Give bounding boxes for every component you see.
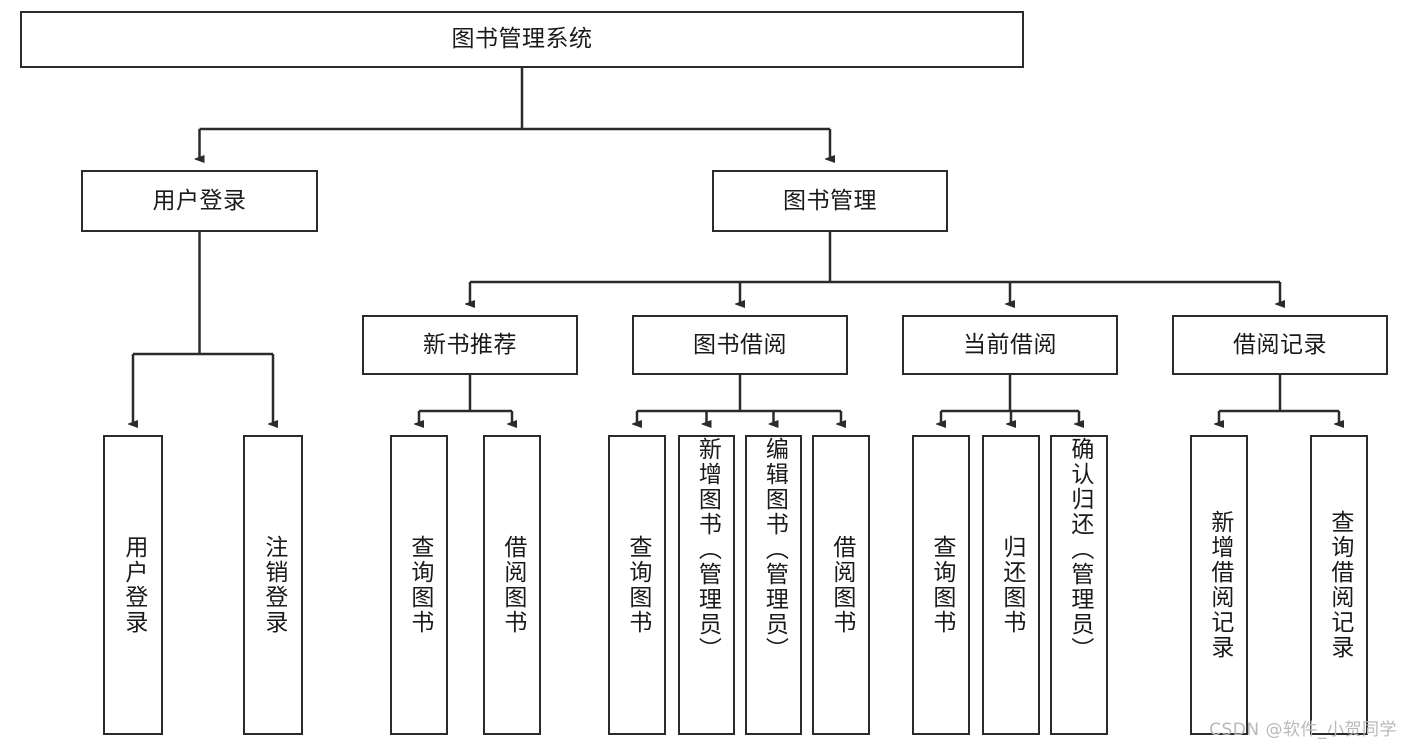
node-l-edit[interactable]: 编辑图书（管理员） — [745, 435, 802, 735]
node-label: 编辑图书（管理员） — [761, 437, 788, 662]
node-login[interactable]: 用户登录 — [81, 170, 318, 232]
edge-trunk — [133, 232, 273, 356]
node-l-return[interactable]: 归还图书 — [982, 435, 1040, 735]
edge-trunk — [419, 375, 512, 413]
node-l-logout[interactable]: 注销登录 — [243, 435, 303, 735]
node-label: 查询借阅记录 — [1326, 510, 1353, 660]
node-l-borrow1[interactable]: 借阅图书 — [483, 435, 541, 735]
edge-trunk — [637, 375, 841, 413]
node-label: 用户登录 — [120, 535, 147, 635]
node-root[interactable]: 图书管理系统 — [20, 11, 1024, 68]
node-label: 新增图书（管理员） — [694, 437, 721, 662]
node-label: 借阅图书 — [828, 535, 855, 635]
node-bookmgmt[interactable]: 图书管理 — [712, 170, 948, 232]
node-l-query2[interactable]: 查询图书 — [608, 435, 666, 735]
node-label: 借阅图书 — [499, 535, 526, 635]
node-label: 新书推荐 — [423, 331, 517, 358]
node-label: 查询图书 — [928, 535, 955, 635]
node-label: 新增借阅记录 — [1206, 510, 1233, 660]
node-l-login[interactable]: 用户登录 — [103, 435, 163, 735]
node-label: 当前借阅 — [963, 331, 1057, 358]
node-label: 图书管理 — [783, 187, 877, 214]
node-l-add[interactable]: 新增图书（管理员） — [678, 435, 735, 735]
node-label: 确认归还（管理员） — [1066, 437, 1093, 662]
node-l-qryrec[interactable]: 查询借阅记录 — [1310, 435, 1368, 735]
edge-trunk — [1219, 375, 1339, 413]
node-label: 归还图书 — [998, 535, 1025, 635]
node-label: 查询图书 — [406, 535, 433, 635]
node-l-query3[interactable]: 查询图书 — [912, 435, 970, 735]
node-label: 注销登录 — [260, 535, 287, 635]
node-current[interactable]: 当前借阅 — [902, 315, 1118, 375]
watermark-text: CSDN @软件_小贺同学 — [1209, 720, 1397, 740]
node-label: 借阅记录 — [1233, 331, 1327, 358]
node-label: 图书管理系统 — [451, 26, 593, 53]
node-l-addrec[interactable]: 新增借阅记录 — [1190, 435, 1248, 735]
node-label: 用户登录 — [152, 187, 247, 214]
node-l-confirm[interactable]: 确认归还（管理员） — [1050, 435, 1108, 735]
node-borrow[interactable]: 图书借阅 — [632, 315, 848, 375]
node-l-borrow2[interactable]: 借阅图书 — [812, 435, 870, 735]
node-label: 查询图书 — [624, 535, 651, 635]
node-l-query1[interactable]: 查询图书 — [390, 435, 448, 735]
edge-trunk — [470, 232, 1280, 284]
edge-trunk — [941, 375, 1079, 413]
node-records[interactable]: 借阅记录 — [1172, 315, 1388, 375]
edge-trunk — [199, 68, 830, 131]
node-newbook[interactable]: 新书推荐 — [362, 315, 578, 375]
node-label: 图书借阅 — [693, 331, 787, 358]
